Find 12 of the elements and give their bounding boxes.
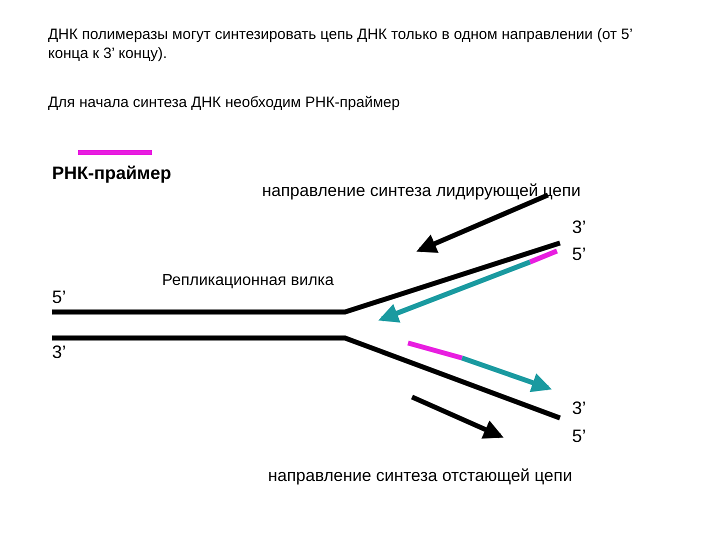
- note-text: ДНК полимеразы могут синтезировать цепь ДНК только в одном направлении (от 5’ конца к 3’ концу).: [48, 26, 634, 64]
- fork-label: Репликационная вилка: [162, 271, 334, 291]
- direction-label: направление синтеза отстающей цепи: [268, 465, 572, 486]
- strand-end-label: 5’: [572, 425, 586, 448]
- strand-end-label: 5’: [52, 286, 66, 308]
- note-text: Для начала синтеза ДНК необходим РНК-праймер: [48, 94, 400, 113]
- strand-end-label: 5’: [572, 243, 586, 266]
- strand-end-label: 3’: [52, 341, 66, 364]
- legend-text: РНК-праймер: [52, 162, 172, 184]
- strand-end-label: 3’: [572, 216, 586, 238]
- strand-end-label: 3’: [572, 397, 586, 420]
- direction-label: направление синтеза лидирующей цепи: [262, 180, 581, 202]
